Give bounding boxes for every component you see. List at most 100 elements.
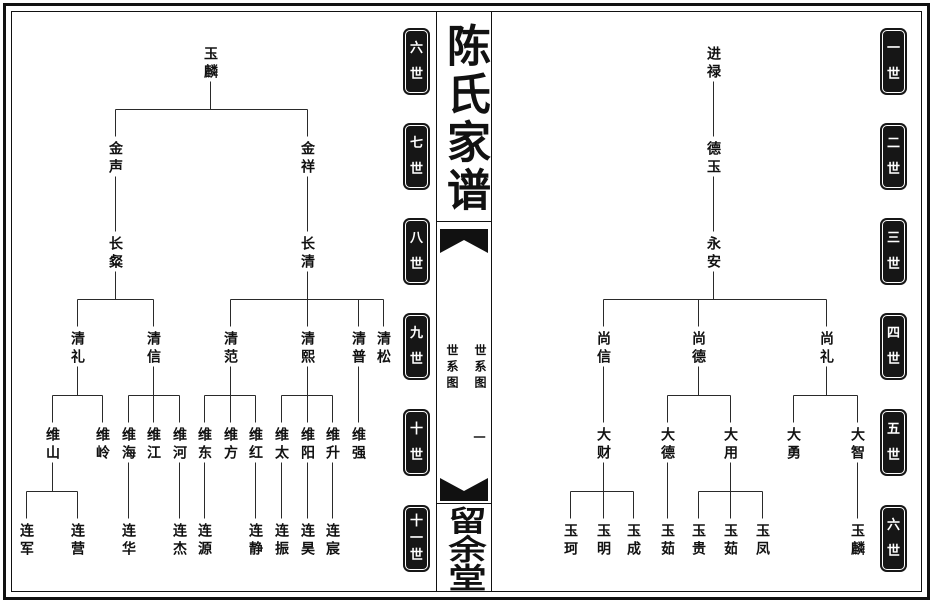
- generation-label-char: 世: [409, 548, 423, 563]
- person-name: 连昊: [299, 522, 315, 559]
- person-name: 大智: [849, 426, 865, 463]
- generation-label: 十一世: [403, 505, 430, 572]
- generation-label-char: 世: [409, 256, 423, 272]
- person-name: 连杰: [171, 522, 187, 559]
- person-name: 金祥: [299, 140, 315, 177]
- generation-label: 五世: [880, 409, 907, 476]
- person-name: 玉茹: [722, 522, 738, 559]
- generation-label-char: 世: [886, 447, 900, 463]
- person-name: 玉成: [625, 522, 641, 559]
- person-name: 金声: [107, 140, 123, 177]
- generation-label: 六世: [880, 505, 907, 572]
- inner-border: [11, 11, 922, 592]
- generation-label-char: 十: [409, 514, 423, 529]
- person-name: 清普: [350, 330, 366, 367]
- hall-name: 留余堂: [442, 506, 487, 592]
- person-name: 大用: [722, 426, 738, 463]
- person-name: 连军: [18, 522, 34, 559]
- person-name: 维太: [273, 426, 289, 463]
- generation-label: 一世: [880, 28, 907, 95]
- generation-label-char: 世: [409, 66, 423, 82]
- generation-label-char: 世: [886, 161, 900, 177]
- person-name: 维山: [44, 426, 60, 463]
- person-name: 尚信: [595, 330, 611, 367]
- person-name: 清范: [222, 330, 238, 367]
- generation-label-char: 八: [409, 231, 423, 247]
- person-name: 大财: [595, 426, 611, 463]
- person-name: 清松: [375, 330, 391, 367]
- person-name: 连营: [69, 522, 85, 559]
- generation-label: 二世: [880, 123, 907, 190]
- generation-label-char: 二: [886, 136, 900, 152]
- fish-tail-mark-bottom: [440, 478, 488, 501]
- fish-tail-mark-top: [440, 229, 488, 253]
- person-name: 维阳: [299, 426, 315, 463]
- person-name: 玉贵: [690, 522, 706, 559]
- person-name: 维红: [247, 426, 263, 463]
- generation-label: 十世: [403, 409, 430, 476]
- generation-label-char: 世: [886, 543, 900, 559]
- generation-label-char: 一: [886, 41, 900, 57]
- generation-label-char: 十: [409, 422, 423, 438]
- generation-label-char: 世: [409, 161, 423, 177]
- person-name: 德玉: [705, 140, 721, 177]
- generation-label-char: 五: [886, 422, 900, 438]
- person-name: 连宸: [324, 522, 340, 559]
- page-number: 一: [472, 431, 486, 443]
- person-name: 尚德: [690, 330, 706, 367]
- person-name: 长清: [299, 235, 315, 272]
- section-label-right: 世系图: [473, 344, 487, 392]
- person-name: 清信: [145, 330, 161, 367]
- person-name: 维升: [324, 426, 340, 463]
- generation-label: 三世: [880, 218, 907, 285]
- generation-label-char: 九: [409, 326, 423, 342]
- person-name: 尚礼: [818, 330, 834, 367]
- person-name: 永安: [705, 235, 721, 272]
- person-name: 清熙: [299, 330, 315, 367]
- person-name: 维海: [120, 426, 136, 463]
- person-name: 玉凤: [754, 522, 770, 559]
- person-name: 玉麟: [849, 522, 865, 559]
- generation-label: 八世: [403, 218, 430, 285]
- generation-label-char: 世: [886, 351, 900, 367]
- generation-label-char: 一: [409, 531, 423, 546]
- generation-label-char: 六: [886, 518, 900, 534]
- generation-label-char: 世: [886, 66, 900, 82]
- generation-label: 六世: [403, 28, 430, 95]
- person-name: 玉麟: [202, 45, 218, 82]
- generation-label: 九世: [403, 313, 430, 380]
- generation-label: 四世: [880, 313, 907, 380]
- person-name: 维方: [222, 426, 238, 463]
- person-name: 进禄: [705, 45, 721, 82]
- person-name: 连华: [120, 522, 136, 559]
- generation-label-char: 四: [886, 326, 900, 342]
- person-name: 维岭: [94, 426, 110, 463]
- person-name: 维东: [196, 426, 212, 463]
- person-name: 维河: [171, 426, 187, 463]
- generation-label-char: 世: [886, 256, 900, 272]
- tree-connectors: [26, 81, 858, 519]
- generation-label-char: 世: [409, 351, 423, 367]
- person-name: 大德: [659, 426, 675, 463]
- person-name: 连静: [247, 522, 263, 559]
- person-name: 玉明: [595, 522, 611, 559]
- section-label-left: 世系图: [445, 344, 459, 392]
- generation-label: 七世: [403, 123, 430, 190]
- person-name: 连源: [196, 522, 212, 559]
- generation-label-char: 世: [409, 447, 423, 463]
- generation-label-char: 七: [409, 136, 423, 152]
- person-name: 清礼: [69, 330, 85, 367]
- generation-label-char: 六: [409, 41, 423, 57]
- person-name: 大勇: [785, 426, 801, 463]
- person-name: 维江: [145, 426, 161, 463]
- person-name: 维强: [350, 426, 366, 463]
- genealogy-title: 陈氏家谱: [439, 23, 490, 215]
- generation-label-char: 三: [886, 231, 900, 247]
- person-name: 玉珂: [562, 522, 578, 559]
- person-name: 长粲: [107, 235, 123, 272]
- person-name: 玉茹: [659, 522, 675, 559]
- person-name: 连振: [273, 522, 289, 559]
- outer-border: [3, 3, 930, 600]
